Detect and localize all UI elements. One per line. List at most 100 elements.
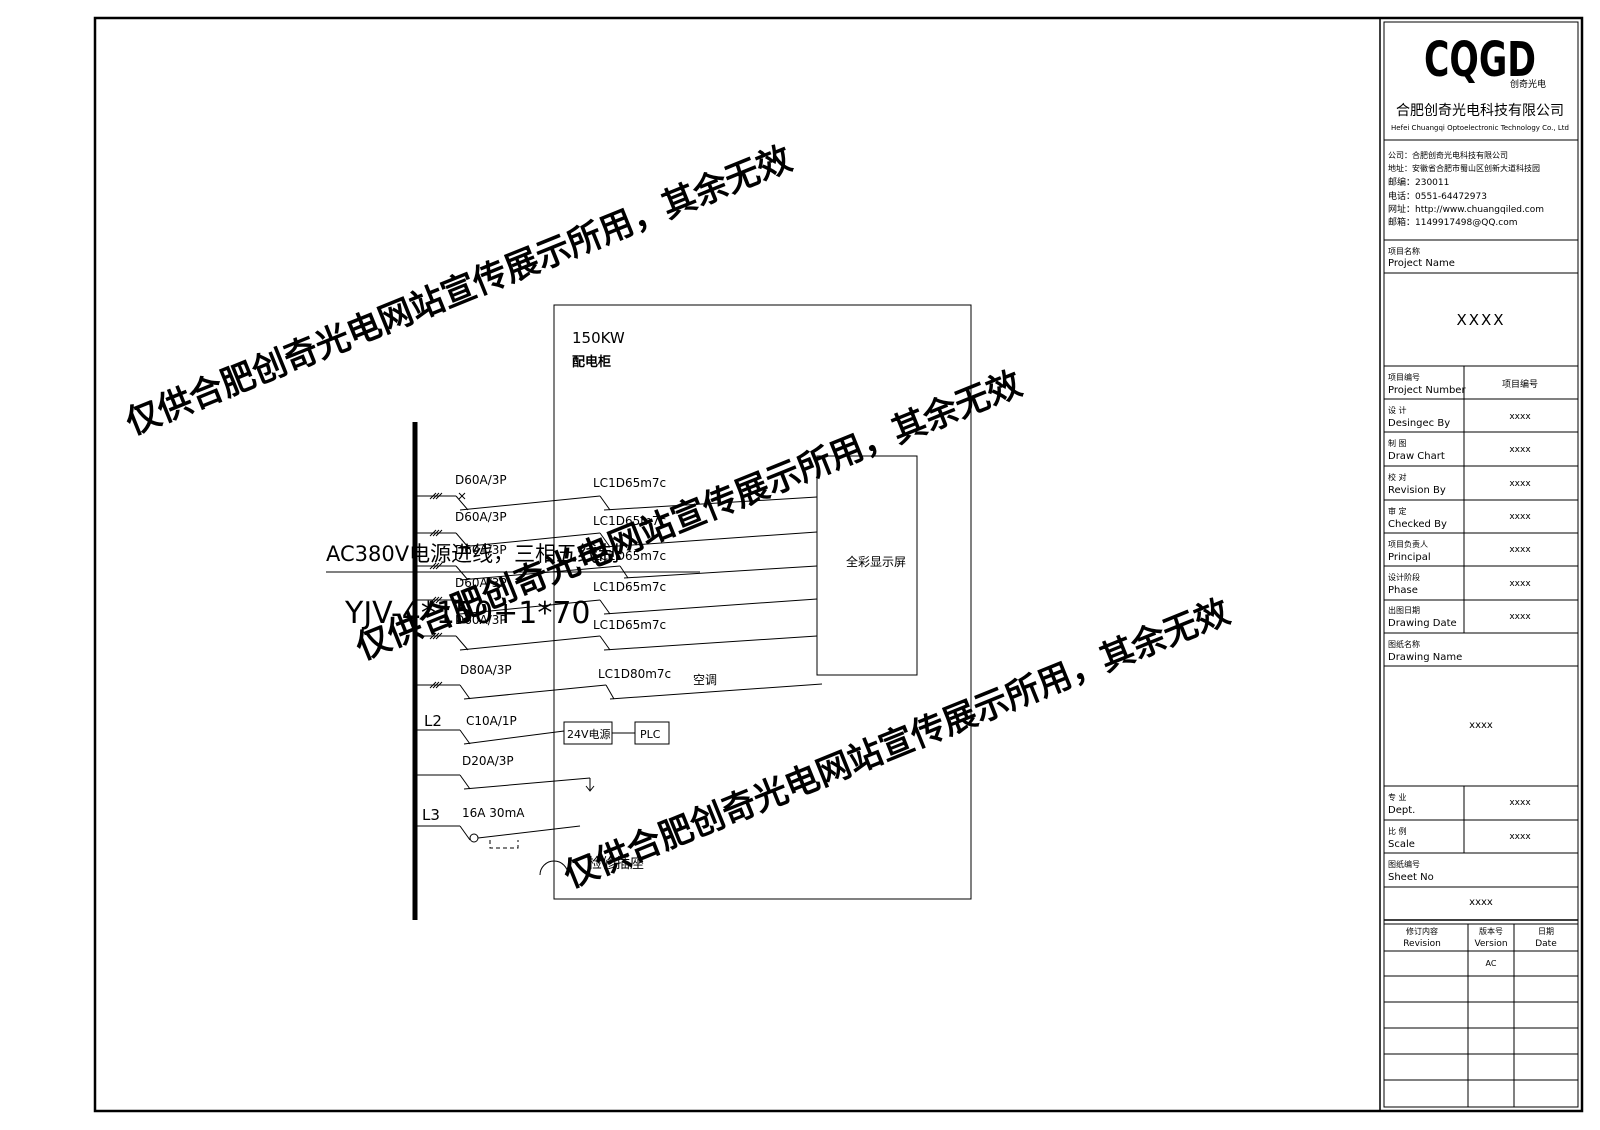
screen-label: 全彩显示屏: [846, 554, 906, 569]
row-label-cn: 项目编号: [1388, 372, 1420, 382]
breaker-label-3: D60A/3P: [455, 543, 507, 557]
drawing-name-label-cn: 图纸名称: [1388, 639, 1420, 649]
rev-header-en: Version: [1474, 939, 1507, 949]
row-value: xxxx: [1509, 612, 1531, 622]
d20-label: D20A/3P: [462, 754, 514, 768]
feeder-5: [415, 632, 818, 651]
contactor-label-5: LC1D65m7c: [593, 618, 666, 632]
feeder-1: [415, 492, 818, 511]
rev-header-cn: 版本号: [1479, 926, 1503, 936]
project-name-value: XXXX: [1456, 311, 1505, 329]
row-label-en: Project Number: [1388, 385, 1466, 396]
info-row: 设 计 Desingec By xxxx: [1384, 405, 1578, 433]
row-label-cn: 校 对: [1388, 472, 1407, 482]
contactor-label-2: LC1D65m7c: [593, 514, 666, 528]
title-block: CQGD 创奇光电 合肥创奇光电科技有限公司 Hefei Chuangqi Op…: [1383, 21, 1579, 1108]
row-value: xxxx: [1509, 512, 1531, 522]
rev-header-en: Date: [1535, 939, 1557, 949]
feeder-6: [415, 681, 823, 700]
plc-label: PLC: [640, 728, 661, 741]
sheet-no-label-en: Sheet No: [1388, 872, 1434, 883]
l2-phase: L2: [424, 712, 442, 730]
cabinet-power: 150KW: [572, 329, 625, 347]
cabinet-box: [553, 304, 972, 900]
d20-branch: [415, 774, 595, 792]
row-value: xxxx: [1509, 412, 1531, 422]
info-row: 审 定 Checked By xxxx: [1384, 506, 1578, 534]
rcd-label: 16A 30mA: [462, 806, 525, 820]
row-label-cn: 设计阶段: [1388, 572, 1420, 582]
psu-label: 24V电源: [567, 727, 611, 741]
breaker-label-6: D80A/3P: [460, 663, 512, 677]
logo-subtitle: 创奇光电: [1510, 78, 1546, 90]
row-label-en: Phase: [1388, 585, 1418, 596]
version-value: AC: [1486, 959, 1497, 968]
company-name-en: Hefei Chuangqi Optoelectronic Technology…: [1391, 124, 1569, 132]
info-row: 项目编号 Project Number 项目编号: [1384, 372, 1578, 400]
contact-email: 邮箱：1149917498@QQ.com: [1388, 216, 1518, 228]
contact-address: 地址：安徽省合肥市蜀山区创新大道科技园: [1388, 163, 1540, 173]
l3-branch: [415, 825, 581, 876]
plc-box: [634, 721, 670, 745]
row-label-cn: 制 图: [1388, 438, 1407, 448]
contactor-label-1: LC1D65m7c: [593, 476, 666, 490]
row-label-en: Checked By: [1388, 519, 1447, 530]
info-row: 专 业 Dept. xxxx: [1388, 792, 1531, 816]
contactor-label-3: LC1D65m7c: [593, 549, 666, 563]
breaker-label-2: D60A/3P: [455, 510, 507, 524]
row-value: xxxx: [1509, 445, 1531, 455]
ac-label: 空调: [693, 673, 717, 687]
rev-header-en: Revision: [1403, 939, 1441, 949]
incoming-cable: YJV-4*150+1*70: [344, 596, 591, 631]
rev-header-cn: 修订内容: [1406, 926, 1438, 936]
row-label-en: Dept.: [1388, 805, 1415, 816]
row-label-cn: 比 例: [1388, 826, 1407, 836]
sheet-no-value: xxxx: [1469, 897, 1493, 908]
row-label-cn: 专 业: [1388, 792, 1407, 802]
revision-table: 修订内容 Revision 版本号 Version 日期 Date AC: [1384, 923, 1578, 1107]
row-label-cn: 出图日期: [1388, 605, 1420, 615]
info-row: 项目负责人 Principal xxxx: [1384, 539, 1578, 567]
contact-company: 公司：合肥创奇光电科技有限公司: [1388, 150, 1508, 160]
info-row: 出图日期 Drawing Date xxxx: [1384, 605, 1578, 634]
contactor-label-6: LC1D80m7c: [598, 667, 671, 681]
row-label-en: Principal: [1388, 552, 1431, 563]
rev-header-cn: 日期: [1538, 927, 1554, 936]
drawing-name-label-en: Drawing Name: [1388, 652, 1462, 663]
row-value: xxxx: [1509, 545, 1531, 555]
contactor-label-4: LC1D65m7c: [593, 580, 666, 594]
contact-website: 网址：http://www.chuangqiled.com: [1388, 203, 1544, 215]
sheet-no-label-cn: 图纸编号: [1388, 859, 1420, 869]
project-name-label-en: Project Name: [1388, 258, 1455, 269]
row-value: xxxx: [1509, 579, 1531, 589]
breaker-label-4: D60A/3P: [455, 576, 507, 590]
incoming-desc: AC380V电源进线，三相五线制: [326, 542, 619, 566]
row-label-en: Draw Chart: [1388, 451, 1445, 462]
row-value: xxxx: [1509, 798, 1531, 808]
cabinet-name: 配电柜: [572, 354, 611, 370]
l3-phase: L3: [422, 806, 440, 824]
sheet-border: [93, 16, 1584, 1113]
feeder-3: [415, 562, 818, 581]
row-label-cn: 项目负责人: [1388, 539, 1428, 549]
schematic: [412, 304, 972, 920]
watermark-2: 仅供合肥创奇光电网站宣传展示所用，其余无效: [350, 364, 1027, 669]
row-label-cn: 审 定: [1388, 506, 1407, 516]
feeder-2: [415, 529, 818, 548]
screen-box: [816, 455, 918, 676]
row-value: xxxx: [1509, 479, 1531, 489]
row-label-en: Revision By: [1388, 485, 1446, 496]
company-name-cn: 合肥创奇光电科技有限公司: [1396, 102, 1564, 119]
breaker-label-1: D60A/3P: [455, 473, 507, 487]
l2-branch: [415, 721, 670, 745]
info-row: 校 对 Revision By xxxx: [1384, 472, 1578, 501]
watermark-1: 仅供合肥创奇光电网站宣传展示所用，其余无效: [120, 139, 797, 444]
feeder-4: [415, 596, 818, 615]
project-name-label-cn: 项目名称: [1388, 246, 1420, 256]
logo: CQGD: [1424, 32, 1536, 88]
row-label-en: Drawing Date: [1388, 618, 1457, 629]
drawing-name-value: xxxx: [1469, 720, 1493, 731]
info-row: 制 图 Draw Chart xxxx: [1384, 438, 1578, 467]
contact-phone: 电话：0551-64472973: [1388, 190, 1487, 202]
